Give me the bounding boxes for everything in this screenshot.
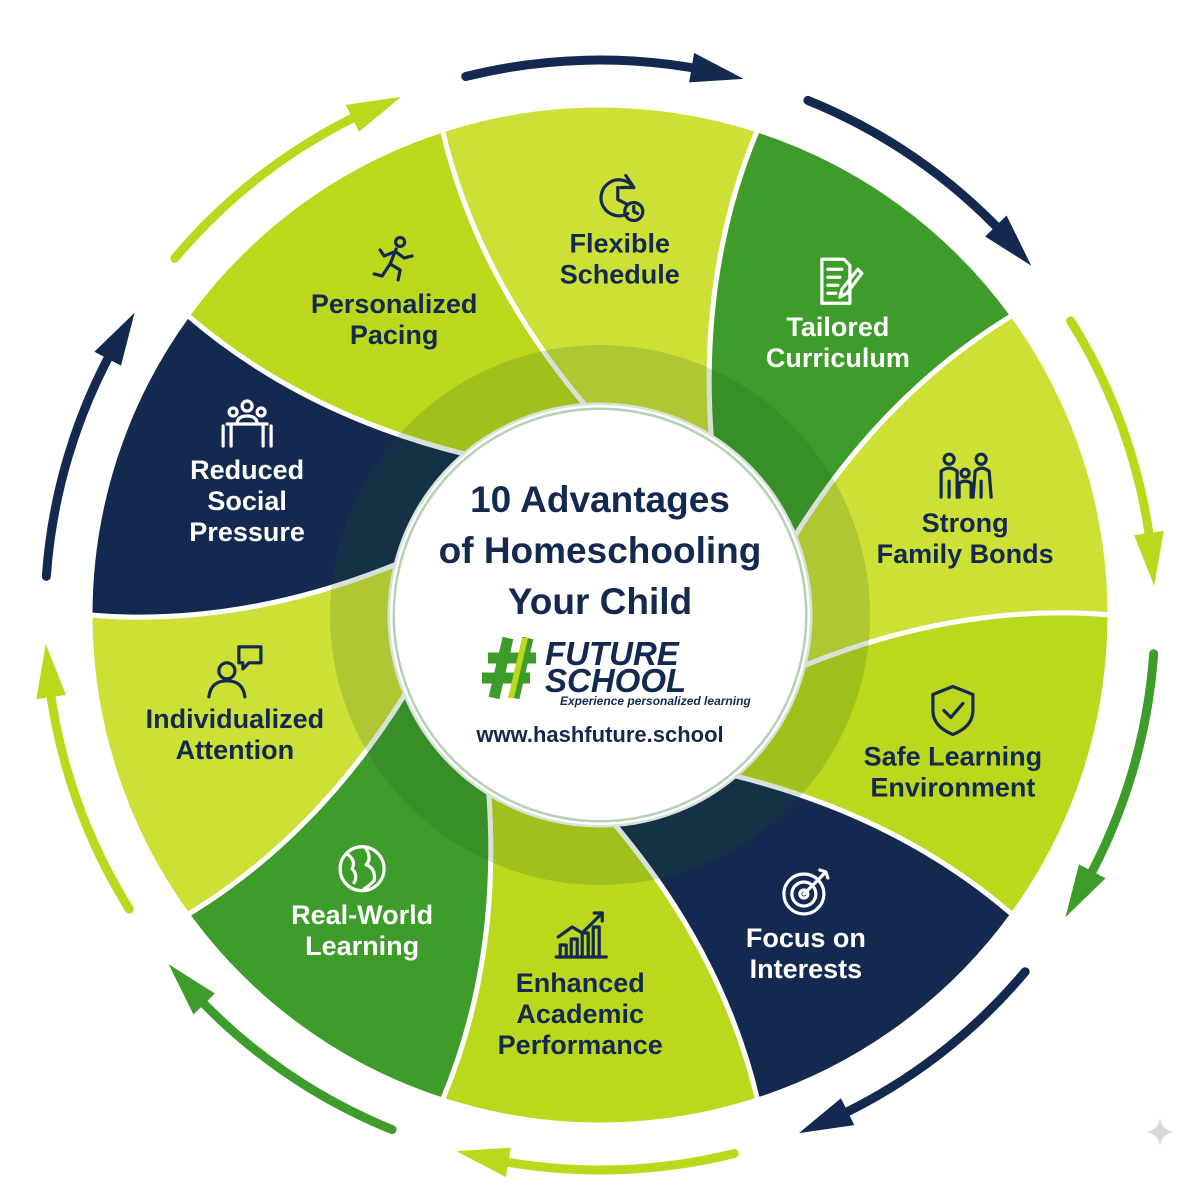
cycle-arrowhead-icon	[94, 312, 135, 366]
group-meeting-icon	[221, 399, 273, 448]
segment-label-line: Focus on	[746, 923, 866, 953]
running-person-icon	[372, 235, 414, 282]
segment-label-line: Attention	[176, 735, 294, 765]
globe-icon	[338, 845, 386, 893]
shield-check-icon	[931, 684, 975, 737]
cycle-arrow-arc	[1080, 649, 1159, 889]
inner-depth-band	[330, 345, 870, 885]
target-icon	[782, 868, 830, 916]
logo-word-school: SCHOOL	[545, 662, 686, 699]
segment-label-line: Pressure	[189, 517, 305, 547]
website-url: www.hashfuture.school	[475, 722, 723, 747]
person-speech-icon	[207, 645, 263, 699]
cycle-arrowhead-icon	[36, 644, 66, 700]
clock-icon	[599, 173, 645, 223]
segment-label-line: Tailored	[786, 312, 889, 342]
cycle-arrowhead-icon	[985, 215, 1032, 266]
segment-label-line: Reduced	[190, 455, 304, 485]
cycle-arrow-arc	[170, 107, 370, 263]
segment-label-line: Schedule	[560, 260, 680, 290]
segment-label-line: Personalized	[311, 289, 478, 319]
segment-label-line: Social	[207, 486, 287, 516]
cycle-arrowhead-icon	[168, 964, 215, 1015]
center-disc	[395, 410, 805, 820]
center-title-line: Your Child	[508, 581, 692, 622]
center-title-line: 10 Advantages	[470, 479, 730, 520]
segment-label-line: Performance	[498, 1030, 663, 1060]
segment-label-line: Interests	[750, 954, 863, 984]
segment-label-line: Academic	[516, 999, 644, 1029]
cycle-arrowhead-icon	[345, 96, 402, 132]
logo-tagline: Experience personalized learning	[560, 694, 751, 708]
cycle-arrowhead-icon	[689, 52, 744, 83]
cycle-arrow-arc	[489, 1149, 739, 1175]
segment-label-line: Family Bonds	[877, 539, 1054, 569]
segment-label-line: Curriculum	[766, 343, 910, 373]
cycle-arrowhead-icon	[1065, 864, 1106, 918]
cycle-arrow-arc	[830, 967, 1030, 1123]
segment-reduced-social-pressure	[87, 311, 471, 620]
cycle-arrowhead-icon	[456, 1147, 511, 1178]
sparkle-icon	[1146, 1118, 1174, 1146]
logo-word-future: FUTURE	[545, 635, 680, 672]
cycle-arrow-arc	[189, 989, 397, 1135]
cycle-arrow-arc	[461, 55, 711, 81]
cycle-arrowhead-icon	[1134, 530, 1164, 586]
cycle-arrowhead-icon	[798, 1098, 855, 1134]
segment-label-line: Pacing	[350, 320, 439, 350]
segment-label-line: Individualized	[146, 704, 325, 734]
segment-label-line: Environment	[870, 772, 1035, 802]
outer-arrow-ring	[36, 52, 1164, 1178]
growth-chart-icon	[554, 911, 608, 959]
family-icon	[939, 452, 993, 499]
center-title-line: of Homeschooling	[439, 530, 762, 571]
segment-label-line: Enhanced	[516, 968, 645, 998]
segment-label-line: Flexible	[570, 229, 671, 259]
segment-label-line: Real-World	[291, 900, 433, 930]
document-edit-icon	[820, 257, 864, 305]
hash-logo-accent	[508, 638, 528, 698]
segment-label-line: Safe Learning	[864, 741, 1043, 771]
cycle-arrow-arc	[1066, 316, 1156, 552]
cycle-arrow-arc	[803, 95, 1011, 241]
segment-label-line: Learning	[305, 931, 419, 961]
segment-label-line: Strong	[922, 508, 1009, 538]
cycle-arrow-arc	[41, 341, 120, 581]
cycle-arrow-arc	[44, 678, 134, 914]
